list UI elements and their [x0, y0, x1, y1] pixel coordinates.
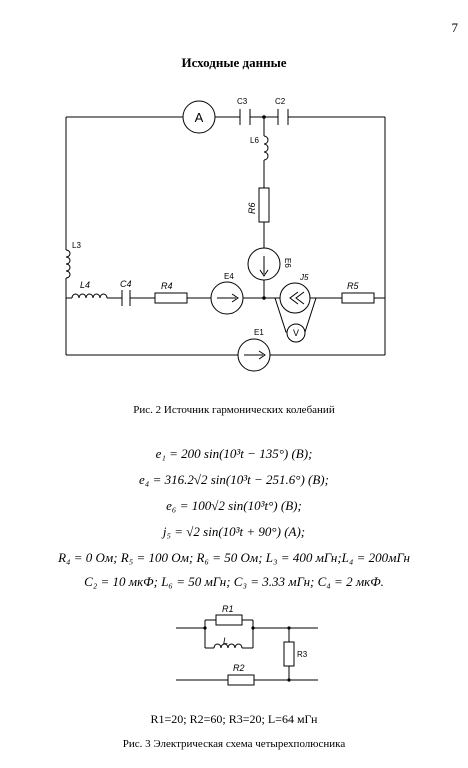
parameters-line-1: R₄ = 0 Ом; R₅ = 100 Ом; R₆ = 50 Ом; L₃ =…	[58, 550, 410, 565]
label-c4: C4	[120, 279, 132, 289]
label-c2: C2	[275, 97, 286, 106]
label-r4: R4	[161, 281, 173, 291]
resistor-r4	[154, 292, 188, 304]
resistor-r3	[283, 641, 295, 667]
equation-e4: e₄ = 316.2√2 sin(10³t − 251.6°) (В);	[139, 472, 329, 487]
source-e4-arrowhead	[231, 293, 239, 303]
equation-e6: e₆ = 100√2 sin(10³t°) (В);	[166, 498, 302, 513]
label-r6: R6	[247, 202, 257, 214]
source-e6-arrowhead	[259, 269, 269, 277]
label-l6: L6	[250, 136, 259, 145]
inductor-l	[213, 643, 243, 649]
label-j5: J5	[299, 273, 309, 282]
current-source-j5-chevron	[289, 291, 299, 305]
ammeter	[182, 100, 216, 134]
label-r3: R3	[297, 650, 308, 659]
label-r1: R1	[222, 604, 234, 614]
junction-dot	[203, 626, 207, 630]
junction-dot	[287, 626, 291, 630]
equation-j5: j₅ = √2 sin(10³t + 90°) (А);	[162, 524, 306, 539]
inductor-l6	[263, 135, 269, 161]
label-r2: R2	[233, 663, 245, 673]
label-l4: L4	[80, 280, 90, 290]
resistor-r2	[227, 674, 255, 686]
equation-e1: e₁ = 200 sin(10³t − 135°) (В);	[155, 446, 313, 461]
current-source-j5	[279, 282, 311, 314]
junction-dot	[262, 115, 266, 119]
figure-3-caption: Рис. 3 Электрическая схема четырехполюсн…	[122, 738, 346, 750]
voltmeter	[286, 323, 306, 343]
label-l: L	[223, 636, 228, 646]
label-e1: E1	[254, 328, 264, 337]
source-e1	[237, 338, 271, 372]
label-l3: L3	[72, 241, 81, 250]
resistor-r1	[215, 614, 243, 626]
current-source-j5-chevron	[295, 291, 305, 305]
junction-dot	[251, 626, 255, 630]
page-number: 7	[451, 20, 459, 35]
label-e6: E6	[283, 258, 292, 268]
inductor-l4	[71, 293, 108, 299]
inductor-l3	[65, 249, 71, 279]
circuit-figure-2: A V C3 C2 L6 R6 E6 L3 L4 C4 R4 E4 J5 R5 …	[65, 97, 386, 372]
junction-dot	[287, 678, 291, 682]
label-c3: C3	[237, 97, 248, 106]
section-heading: Исходные данные	[181, 55, 287, 70]
parameters-line-2: C₂ = 10 мкФ; L₆ = 50 мГн; C₃ = 3.33 мГн;…	[84, 574, 384, 589]
voltmeter-label: V	[293, 328, 299, 338]
label-e4: E4	[224, 272, 234, 281]
junction-dot	[262, 296, 266, 300]
label-r5: R5	[347, 281, 359, 291]
ammeter-label: A	[195, 110, 204, 125]
circuit-figure-3: R1 L R2 R3	[176, 604, 318, 686]
resistor-r6	[258, 187, 270, 223]
source-e1-arrowhead	[258, 350, 266, 360]
figure-2-caption: Рис. 2 Источник гармонических колебаний	[133, 404, 335, 416]
resistor-r5	[341, 292, 375, 304]
figure-3-parameters: R1=20; R2=60; R3=20; L=64 мГн	[150, 712, 318, 726]
